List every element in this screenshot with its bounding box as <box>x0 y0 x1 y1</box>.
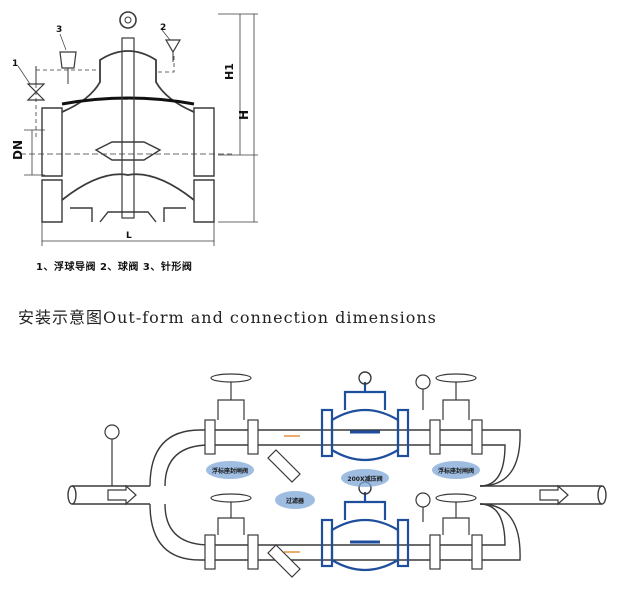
dim-label-h: H <box>237 110 251 120</box>
dim-label-dn: DN <box>11 140 25 160</box>
label-right-gate-valve: 浮标座封闸阀 <box>438 467 474 475</box>
callout-3: 3 <box>56 25 62 35</box>
installation-diagram <box>67 429 607 561</box>
parts-legend: 1、浮球导阀 2、球阀 3、针形阀 <box>36 262 193 273</box>
label-strainer: 过滤器 <box>286 497 305 505</box>
lower-left-gate-valve <box>204 493 259 570</box>
upper-right-gate-valve <box>429 373 483 455</box>
label-left-gate-valve: 浮标座封闸阀 <box>212 467 248 475</box>
upper-main-valve <box>320 371 410 461</box>
pressure-gauge-icon <box>104 374 431 522</box>
callout-1: 1 <box>12 59 18 69</box>
callout-2: 2 <box>160 23 166 33</box>
dim-label-h1: H1 <box>223 63 236 80</box>
label-blob <box>206 461 480 509</box>
page-title: 安装示意图Out-form and connection dimensions <box>18 308 437 327</box>
lower-right-gate-valve <box>429 493 483 570</box>
upper-strainer <box>267 449 301 483</box>
lower-main-valve <box>320 481 410 571</box>
flow-arrow-icon <box>107 484 569 506</box>
valve-section-drawing <box>17 11 258 246</box>
upper-left-gate-valve <box>204 373 259 455</box>
label-main-valve: 200X减压阀 <box>347 475 382 483</box>
lower-strainer <box>267 544 301 578</box>
dim-label-l: L <box>126 231 132 241</box>
